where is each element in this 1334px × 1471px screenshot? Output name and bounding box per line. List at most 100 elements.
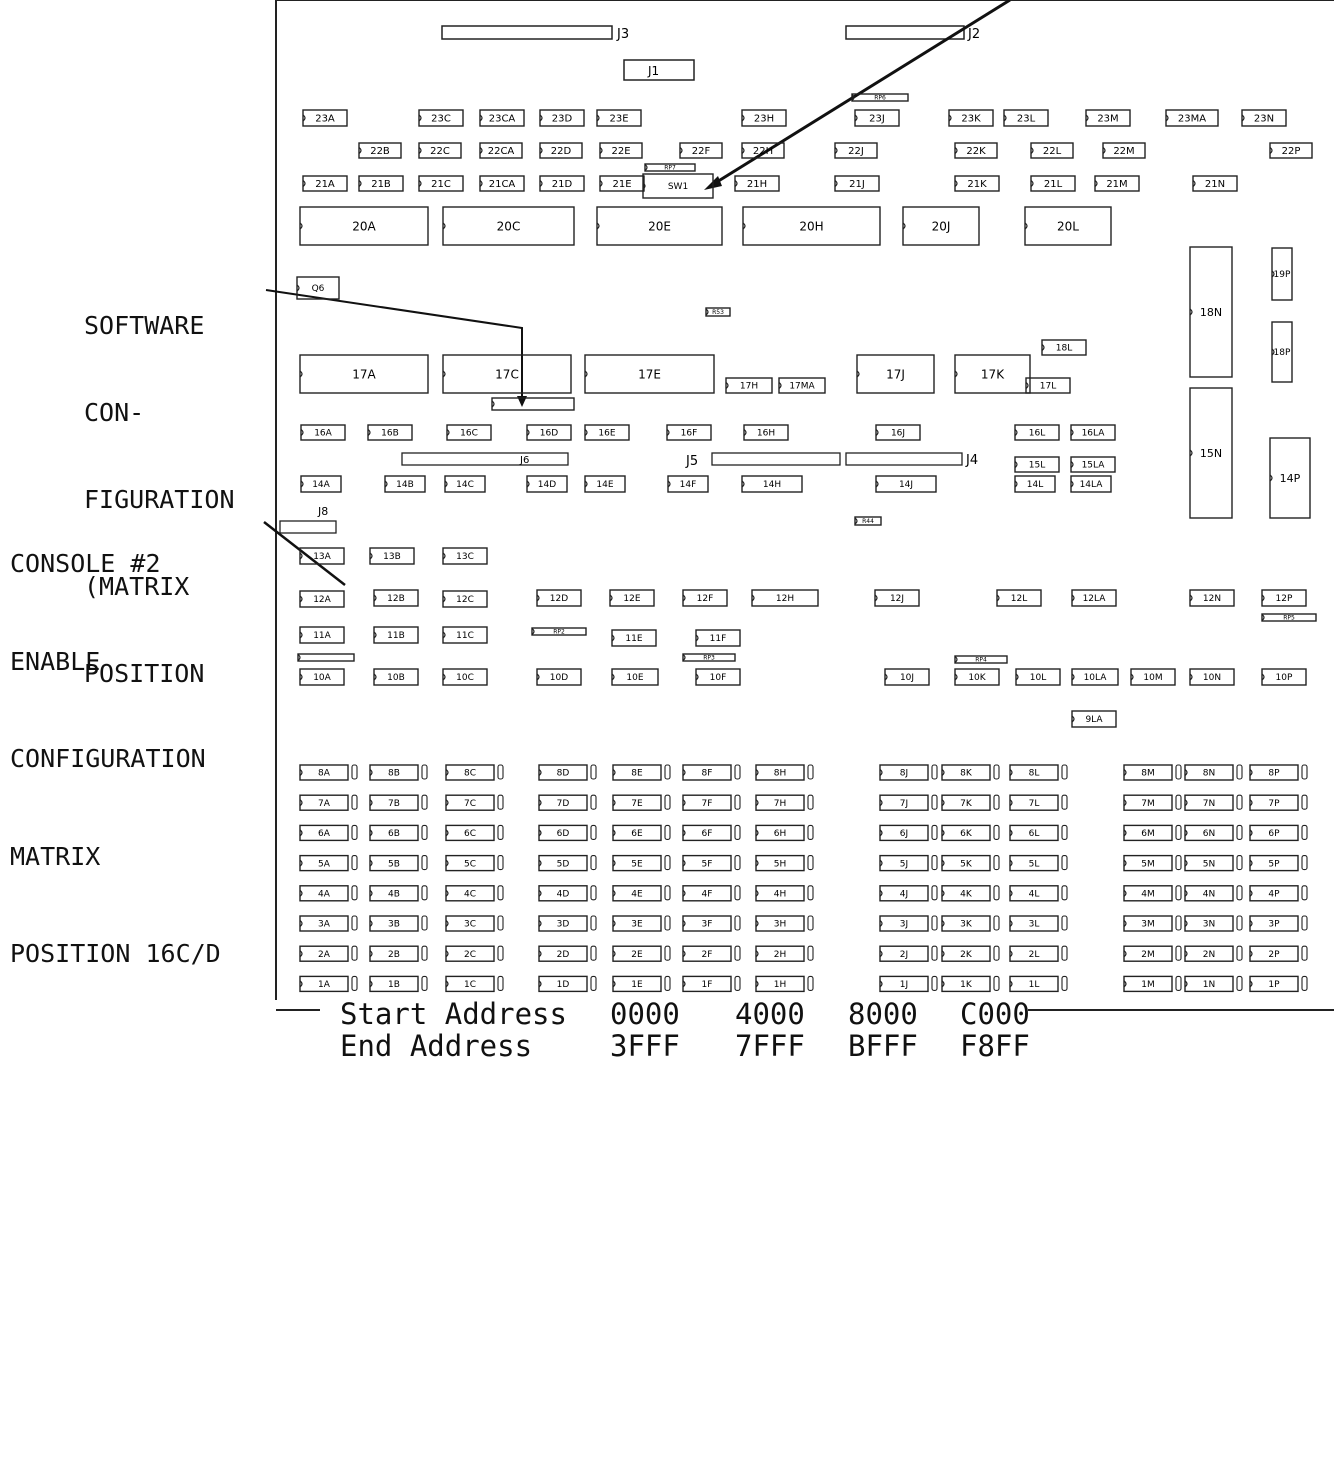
chip-label: 7P [1268,799,1280,809]
chip-10j: 10J [884,668,930,686]
capacitor [1236,794,1243,810]
memory-chip: 6A [299,824,349,842]
chip-23a: 23A [302,109,348,127]
chip-label: SW1 [668,182,688,192]
memory-chip: 8D [538,764,588,781]
capacitor [590,945,597,961]
memory-chip: 6H [755,824,805,842]
chip-label: 8M [1141,769,1155,779]
capacitor [993,855,1000,871]
chip-label: 6P [1268,829,1280,839]
chip-label: 20E [648,219,671,233]
chip-label: 3E [631,920,643,930]
memory-chip: 5L [1009,854,1059,872]
chip-label: 5L [1029,859,1040,869]
chip-22p: 22P [1269,142,1313,159]
connector-j1 [623,59,695,81]
capacitor [351,945,358,961]
memory-chip: 3J [879,915,929,932]
chip-label: 2L [1029,950,1040,960]
chip-label: 16L [1029,429,1045,439]
memory-chip: 4L [1009,885,1059,902]
dip-switch-sw1: SW1 [642,173,714,199]
chip-label: 10C [456,673,474,683]
chip-label: 12L [1011,594,1027,604]
chip-12c: 12C [442,590,488,608]
chip-label: 6B [388,829,400,839]
capacitor [807,824,814,840]
chip-label: 1L [1029,980,1040,990]
chip-label: 5A [318,859,331,869]
capacitor [351,855,358,871]
chip-label: 10M [1143,673,1162,683]
memory-chip: 4H [755,885,805,902]
chip-10d: 10D [536,668,582,686]
chip-label: 6J [900,829,908,839]
chip-label: 23D [552,114,573,125]
chip-label: 14F [680,480,697,490]
capacitor [734,945,741,961]
chip-label: 12H [776,594,794,604]
chip-label: 1K [960,980,973,990]
chip-17c: 17C [442,354,572,394]
capacitor [664,764,671,780]
chip-label: 3K [960,920,973,930]
chip-label: 23J [869,114,885,125]
memory-chip: 3C [445,915,495,932]
memory-chip: 3M [1123,915,1173,932]
capacitor [1301,975,1308,991]
chip-21e: 21E [599,175,645,192]
chip-label: 23A [315,114,335,125]
memory-chip: 2N [1184,945,1234,962]
chip-12p: 12P [1261,589,1307,607]
chip-label: 9LA [1085,715,1103,725]
memory-chip: 2B [369,945,419,962]
memory-chip: 7H [755,794,805,811]
memory-chip: 6N [1184,824,1234,842]
chip-label: 3J [900,920,908,930]
chip-label: 10L [1030,673,1046,683]
chip-label: 14D [538,480,556,490]
memory-chip: 5M [1123,854,1173,872]
callout-line: POSITION [84,659,205,688]
chip-label: 6H [774,829,787,839]
chip-label: 1H [774,980,787,990]
memory-chip: 5N [1184,854,1234,872]
memory-chip: 4B [369,885,419,902]
chip-label: 22L [1043,146,1062,157]
chip-label: 7J [900,799,908,809]
memory-chip: 5E [612,854,662,872]
chip-label: 23E [609,114,628,125]
chip-label: 5F [702,859,713,869]
chip-13c: 13C [442,547,488,565]
chip-label: 7C [464,799,476,809]
chip-label: 4H [774,890,787,900]
chip-label: RP7 [664,165,676,172]
chip-12l: 12L [996,589,1042,607]
chip-label: 7N [1203,799,1215,809]
chip-21ca: 21CA [479,175,525,192]
chip-21a: 21A [302,175,348,192]
chip-label: 12N [1203,594,1221,604]
connector-j4-label: J4 [965,453,978,468]
end-address-2: BFFF [848,1029,918,1063]
chip-label: 3L [1029,920,1040,930]
capacitor [1061,764,1068,780]
chip-11f: 11F [695,629,741,647]
memory-chip: 7J [879,794,929,811]
chip-label: 2M [1141,950,1155,960]
capacitor [1236,975,1243,991]
chip-11b: 11B [373,626,419,644]
resistor-r44: R44 [854,516,882,526]
memory-chip: 2M [1123,945,1173,962]
capacitor [1236,915,1243,931]
chip-label: 5H [774,859,787,869]
chip-23ca: 23CA [479,109,525,127]
chip-label: 23N [1254,114,1274,125]
end-address-1: 7FFF [735,1029,805,1063]
capacitor [497,945,504,961]
memory-chip: 3H [755,915,805,932]
chip-label: 1J [900,980,908,990]
capacitor [421,824,428,840]
chip-label: 21D [552,179,573,190]
